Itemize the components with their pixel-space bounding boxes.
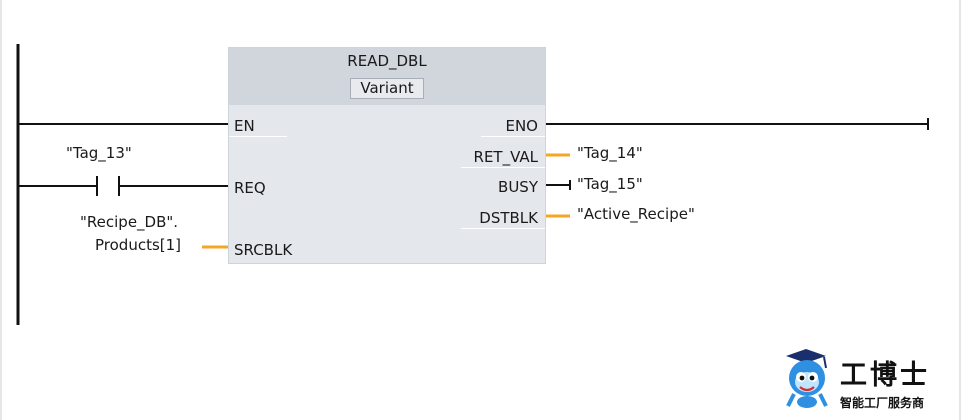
srcblk-operand-line2[interactable]: Products[1] <box>95 236 182 254</box>
right-frame-border <box>959 0 961 420</box>
dstblk-tag[interactable]: "Active_Recipe" <box>577 205 695 223</box>
contact-tag[interactable]: "Tag_13" <box>66 144 132 162</box>
pin-divider <box>481 136 545 137</box>
ret-val-tag[interactable]: "Tag_14" <box>577 144 643 162</box>
block-type-selector[interactable]: Variant <box>350 78 424 99</box>
mascot-logo-icon <box>786 349 828 408</box>
pin-eno: ENO <box>505 117 538 135</box>
pin-dstblk: DSTBLK <box>479 209 538 227</box>
pin-busy: BUSY <box>498 178 538 196</box>
block-header: READ_DBL Variant <box>229 48 545 105</box>
logo-title: 工博士 <box>840 360 930 391</box>
pin-divider <box>461 228 545 229</box>
pin-en: EN <box>234 117 255 135</box>
pin-divider <box>461 167 545 168</box>
left-frame-border <box>0 0 2 420</box>
block-name: READ_DBL <box>347 52 427 70</box>
logo-subtitle: 智能工厂服务商 <box>840 396 925 410</box>
srcblk-operand-line1[interactable]: "Recipe_DB". <box>80 213 179 231</box>
pin-divider <box>229 136 287 137</box>
pin-ret-val: RET_VAL <box>473 148 538 166</box>
busy-tag[interactable]: "Tag_15" <box>577 175 643 193</box>
pin-srcblk: SRCBLK <box>234 241 293 259</box>
pin-req: REQ <box>234 179 266 197</box>
read-dbl-block[interactable]: READ_DBL Variant EN REQ SRCBLK ENO RET_V… <box>228 47 546 264</box>
